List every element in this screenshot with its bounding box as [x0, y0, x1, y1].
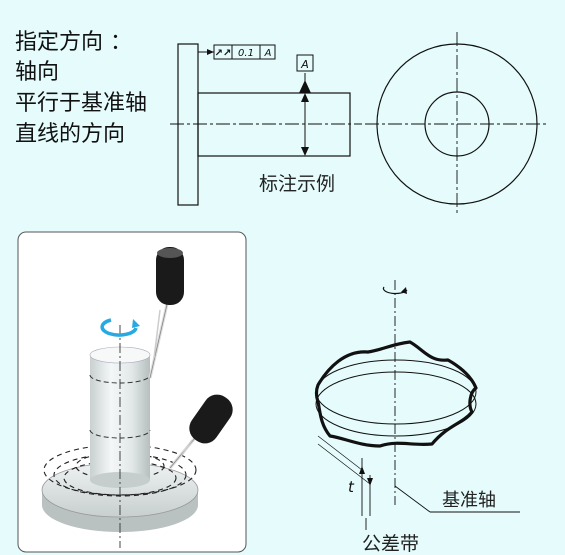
tolerance-zone-diagram [314, 280, 520, 530]
title-line-2: 轴向 [15, 60, 60, 85]
datum-triangle [299, 80, 311, 93]
frame-symbol: ↗↗ [215, 48, 232, 59]
shaft-outline [197, 92, 351, 157]
dial-probe-icon [148, 247, 184, 379]
datum-axis-label: 基准轴 [442, 490, 496, 511]
rotation-arrow-head [132, 319, 140, 328]
title-line-1: 指定方向 ： [15, 30, 132, 55]
dimension-arrow-bottom [301, 147, 309, 156]
upper-probe-body [156, 247, 184, 305]
rotation-arrow-icon [100, 318, 138, 337]
zone-ellipse-upper [315, 359, 477, 425]
zone-ellipse-lower [315, 371, 477, 437]
frame-datum: A [264, 48, 272, 59]
zone-label: 公差带 [362, 533, 419, 555]
feature-control-frame [198, 44, 276, 60]
title-line-4: 直线的方向 [15, 122, 126, 147]
title-line-3: 平行于基准轴 [15, 91, 148, 116]
datum-letter: A [300, 58, 309, 71]
zone-width-label: t [348, 478, 355, 496]
datum-box [296, 54, 314, 72]
side-view [170, 43, 362, 206]
end-view [365, 32, 549, 216]
frame-value: 0.1 [238, 48, 254, 59]
lower-probe-body [189, 394, 233, 444]
dimension-arrow-top [301, 93, 309, 102]
drawing-caption: 标注示例 [259, 173, 335, 195]
measurement-illustration [41, 247, 233, 548]
flange-outline [177, 43, 199, 206]
actual-profile [314, 340, 478, 448]
